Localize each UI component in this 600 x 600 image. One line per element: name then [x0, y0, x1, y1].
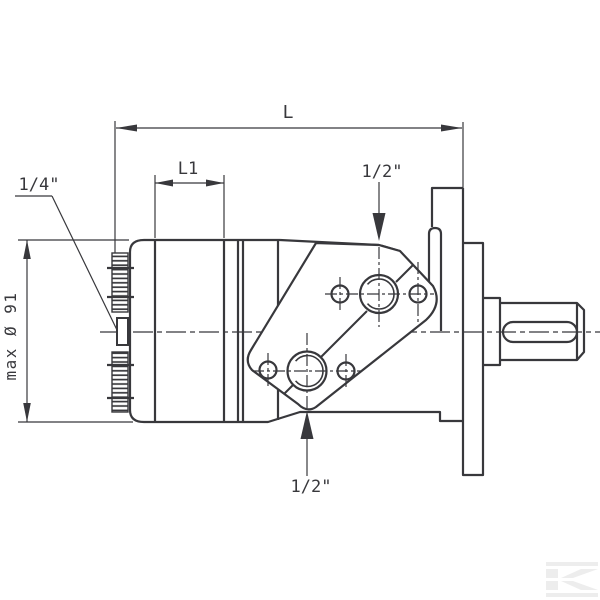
arrowhead-right: [206, 179, 224, 187]
motor-body: [128, 186, 586, 477]
housing-outline: [128, 238, 463, 424]
chamfer-edge-segment-3: [395, 264, 414, 283]
mounting-flange: [461, 188, 485, 477]
kramp-watermark-icon: [546, 562, 598, 597]
dimension-L1: [154, 175, 225, 238]
top-step-block: [430, 186, 463, 227]
shaft-keyway: [501, 320, 579, 344]
arrowhead-left: [116, 124, 137, 132]
dimension-L: [114, 121, 464, 253]
arrowhead-right: [441, 124, 462, 132]
chamfer-edge-segment-2: [319, 310, 368, 359]
label-max-diameter: max Ø 91: [1, 291, 20, 380]
leader-drain-port: [15, 195, 118, 331]
label-top-port: 1/2": [362, 162, 403, 182]
drain-port-tab: [116, 317, 129, 346]
chamfer-edge-segment-1: [283, 384, 294, 395]
shaft-collar: [483, 296, 502, 367]
arrowhead-up: [300, 411, 314, 439]
label-dim-L1: L1: [178, 159, 198, 179]
arrowhead-down: [23, 403, 31, 422]
drain-thread-feature: [107, 252, 134, 413]
port-boss-tab: [427, 226, 443, 331]
label-drain-port: 1/4": [19, 175, 60, 195]
arrowhead-up: [23, 240, 31, 259]
label-bottom-port: 1/2": [291, 477, 332, 497]
arrowhead-down: [372, 213, 386, 241]
leader-bottom-port: [300, 411, 314, 476]
leader-top-port: [372, 182, 386, 241]
port-flange-face: [246, 241, 438, 411]
arrowhead-left: [155, 179, 173, 187]
output-shaft: [500, 301, 586, 362]
label-dim-L: L: [283, 102, 294, 123]
